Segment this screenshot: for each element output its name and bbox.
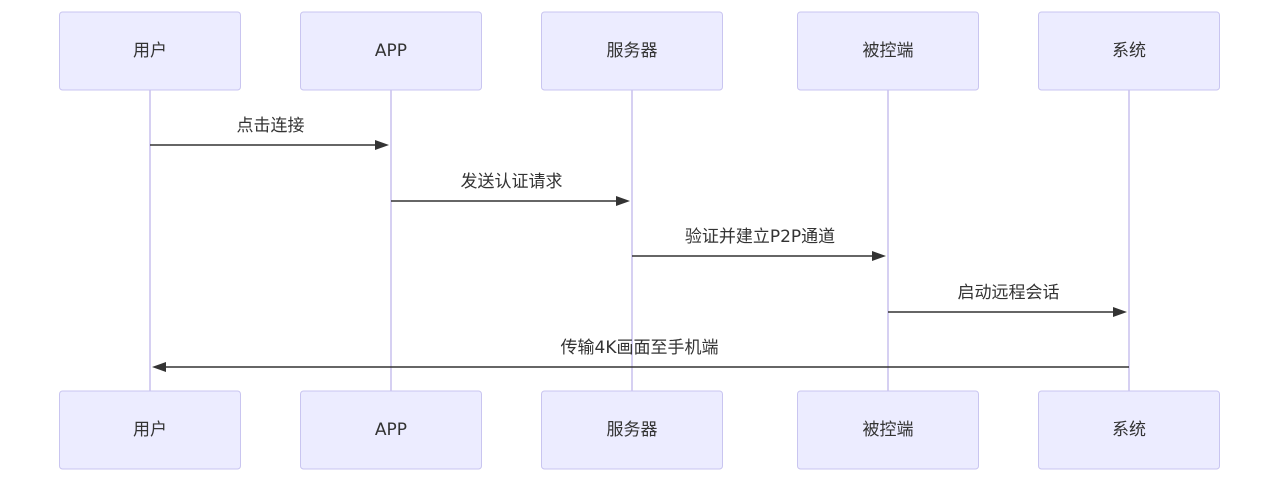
actor-bottom-server: 服务器 (541, 390, 723, 470)
actor-box (797, 11, 979, 91)
arrowhead (616, 196, 630, 206)
actor-top-user: 用户 (59, 11, 241, 91)
arrowhead (152, 362, 166, 372)
arrowhead (375, 140, 389, 150)
message-2: 发送认证请求 (391, 172, 630, 206)
actor-label: 被控端 (863, 420, 914, 440)
message-label: 启动远程会话 (958, 283, 1060, 303)
arrowhead (872, 251, 886, 261)
actor-top-server: 服务器 (541, 11, 723, 91)
actor-label: 用户 (133, 420, 167, 440)
actor-box (300, 11, 482, 91)
actor-label: 系统 (1112, 420, 1146, 440)
message-label: 发送认证请求 (461, 172, 563, 192)
actor-box (541, 11, 723, 91)
actor-box (1038, 11, 1220, 91)
actor-top-system: 系统 (1038, 11, 1220, 91)
actor-box (1038, 390, 1220, 470)
actor-box (797, 390, 979, 470)
actor-box (59, 390, 241, 470)
actor-box (59, 11, 241, 91)
lifelines (149, 90, 1130, 391)
actors-bottom: 用户 APP 服务器 被控端 系统 (59, 390, 1220, 470)
actor-bottom-system: 系统 (1038, 390, 1220, 470)
message-label: 点击连接 (237, 116, 305, 136)
message-5: 传输4K画面至手机端 (152, 338, 1129, 372)
actor-label: APP (375, 420, 407, 440)
message-label: 验证并建立P2P通道 (685, 227, 835, 247)
message-label: 传输4K画面至手机端 (561, 338, 719, 358)
actor-box (300, 390, 482, 470)
actor-label: 服务器 (607, 41, 658, 61)
actor-label: 系统 (1112, 41, 1146, 61)
message-3: 验证并建立P2P通道 (632, 227, 886, 261)
actor-top-app: APP (300, 11, 482, 91)
arrowhead (1113, 307, 1127, 317)
actor-label: APP (375, 41, 407, 61)
actor-bottom-app: APP (300, 390, 482, 470)
actor-label: 被控端 (863, 41, 914, 61)
message-4: 启动远程会话 (888, 283, 1127, 317)
actor-label: 用户 (133, 41, 167, 61)
actors-top: 用户 APP 服务器 被控端 系统 (59, 11, 1220, 91)
actor-top-controlled: 被控端 (797, 11, 979, 91)
actor-label: 服务器 (607, 420, 658, 440)
actor-bottom-controlled: 被控端 (797, 390, 979, 470)
actor-bottom-user: 用户 (59, 390, 241, 470)
actor-box (541, 390, 723, 470)
message-1: 点击连接 (150, 116, 389, 150)
